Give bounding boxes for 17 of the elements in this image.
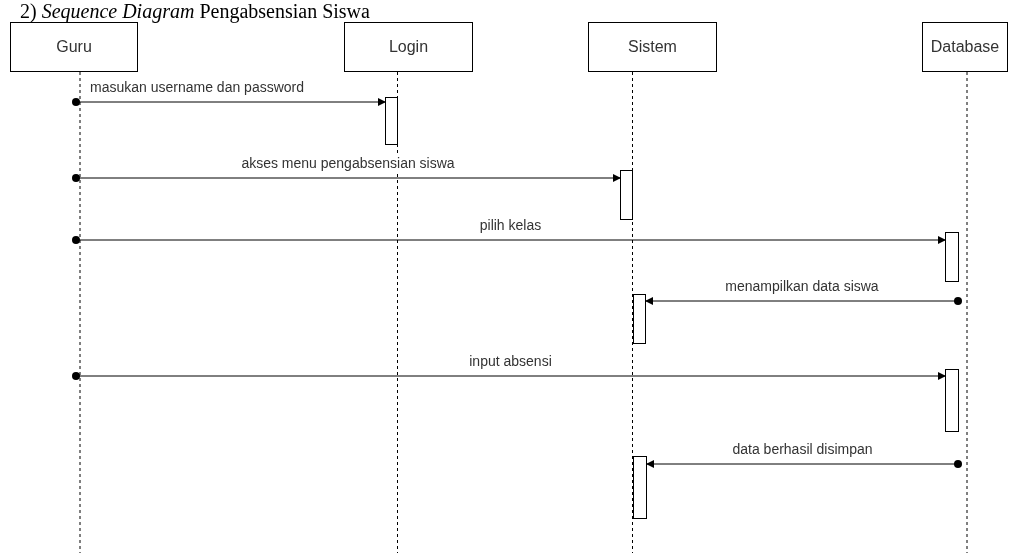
activation-bar [385, 97, 398, 145]
lifeline-head-box: Sistem [588, 22, 717, 72]
diagram-title: 2) Sequence Diagram Pengabsensian Siswa [20, 0, 370, 22]
activation-bar [945, 369, 959, 432]
activation-bar [945, 232, 959, 282]
message-label: akses menu pengabsensian siswa [239, 154, 457, 172]
lifeline-head-box: Database [922, 22, 1008, 72]
lifeline-head-box: Login [344, 22, 473, 72]
message-label: menampilkan data siswa [723, 277, 881, 295]
message-label: pilih kelas [477, 216, 544, 234]
activation-bar [633, 456, 647, 519]
message-label: data berhasil disimpan [730, 440, 875, 458]
message-label: masukan username dan password [88, 78, 306, 96]
activation-bar [633, 294, 646, 344]
lifeline-head-box: Guru [10, 22, 138, 72]
message-label: input absensi [467, 352, 554, 370]
activation-bar [620, 170, 633, 220]
